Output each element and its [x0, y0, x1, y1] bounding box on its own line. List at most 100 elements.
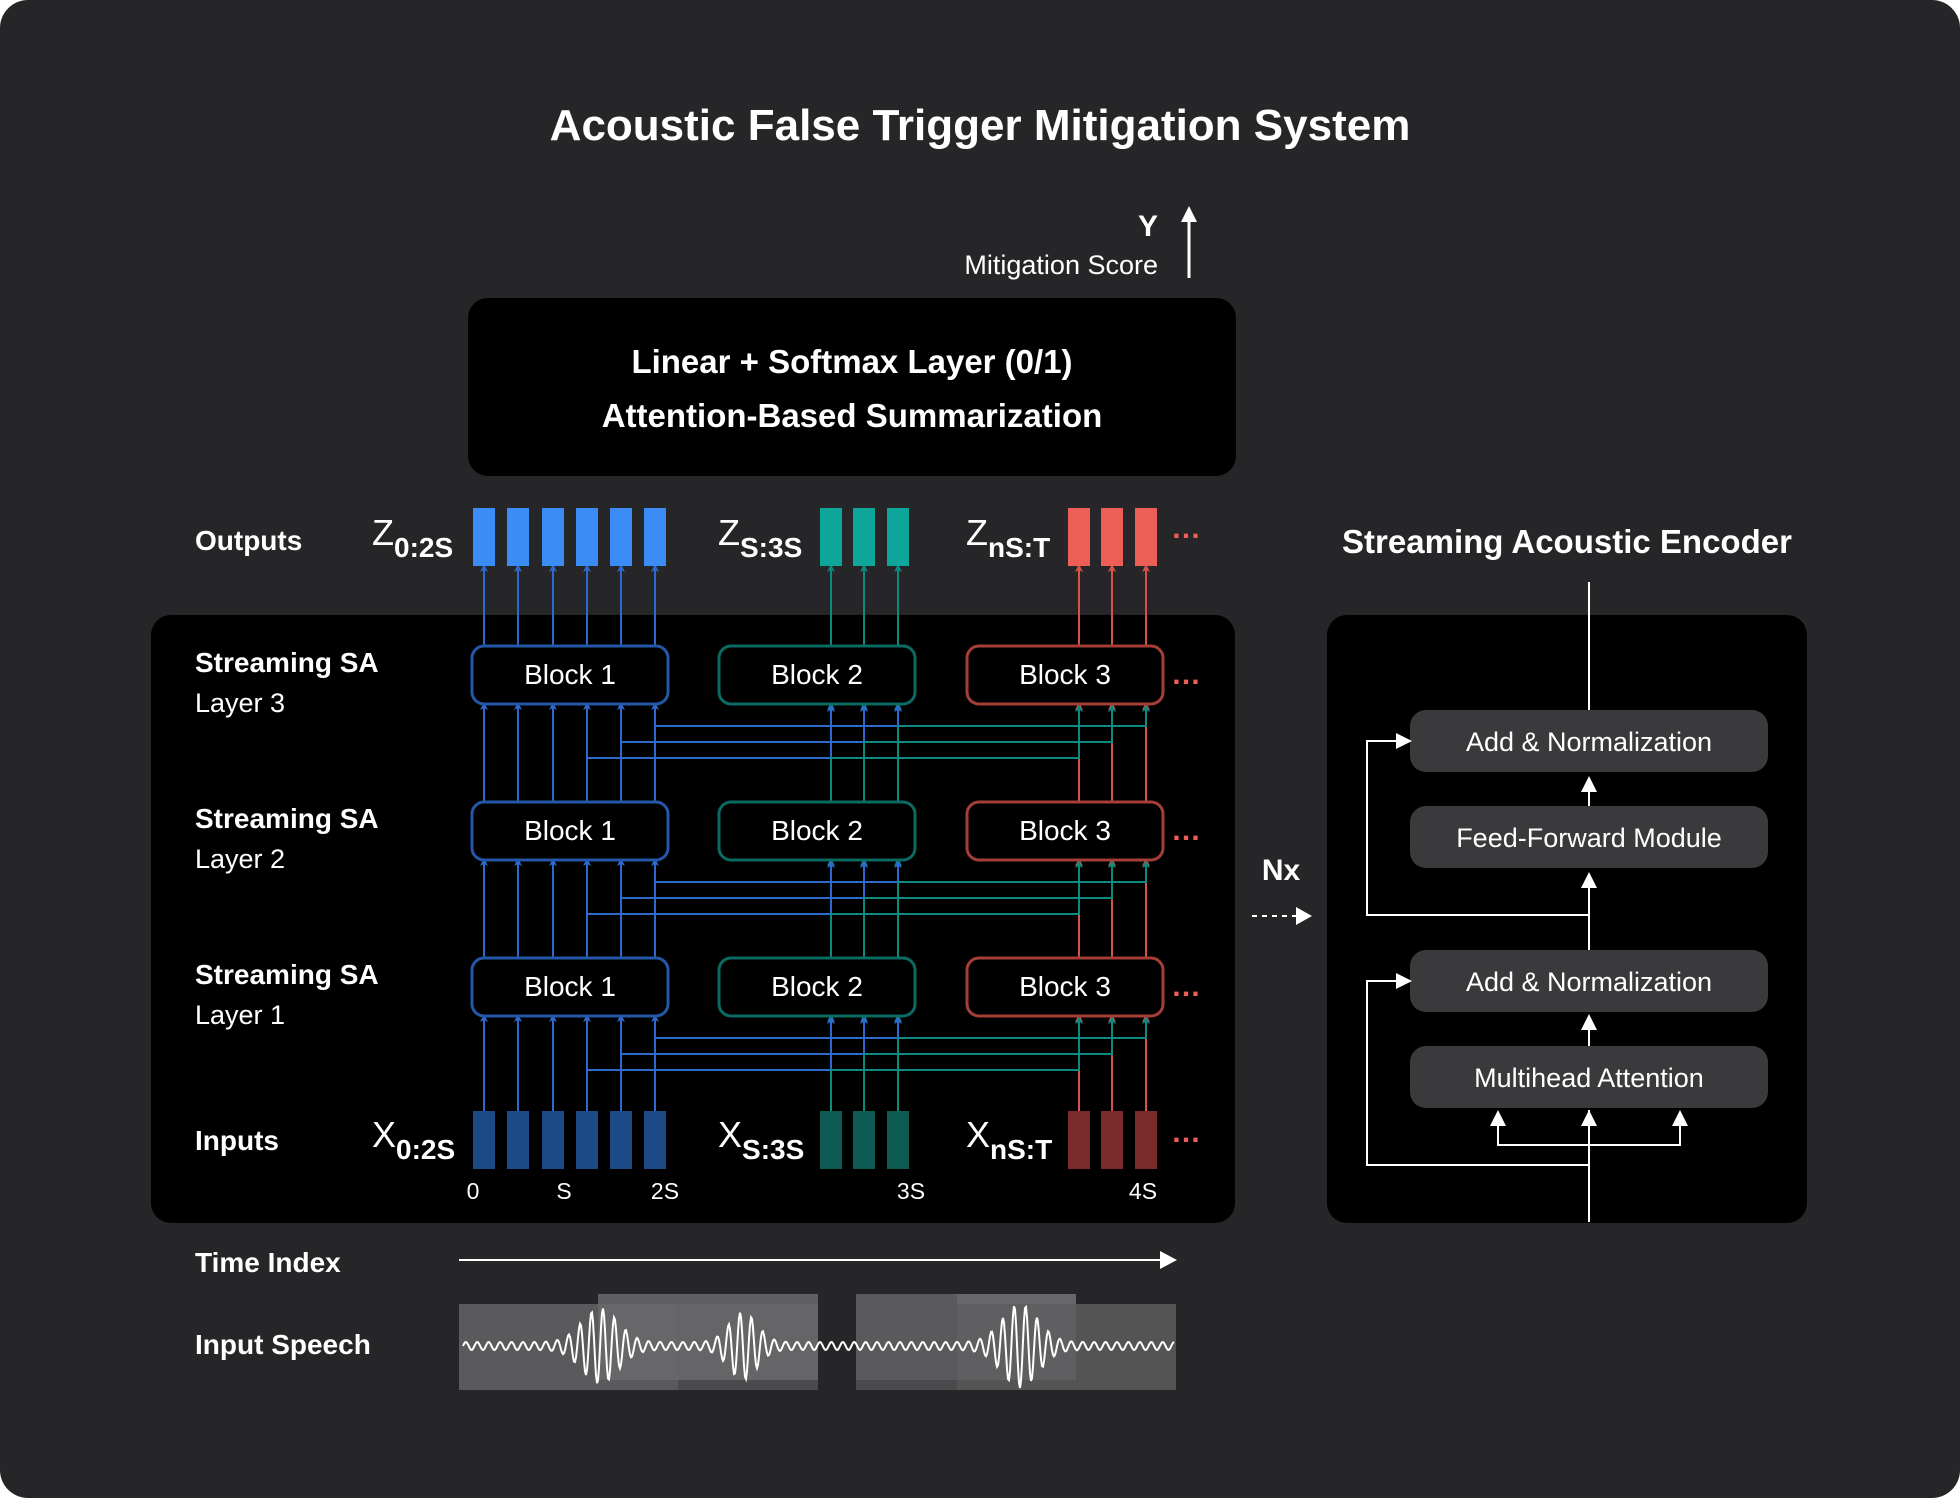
input-label-1: XS:3S — [718, 1114, 804, 1165]
encoder-module-2 — [1410, 950, 1768, 1012]
layer-3-line1: Streaming SA — [195, 647, 379, 678]
output-bar-10 — [1101, 508, 1123, 566]
output-bar-7 — [853, 508, 875, 566]
layer-1-line2: Layer 1 — [195, 1000, 285, 1030]
network-graph: Block 1 Block 2 Block 3 … Block 1 Block 2 Bloc… — [470, 508, 1201, 1169]
summarization-line2: Attention-Based Summarization — [602, 397, 1103, 434]
input-bar-8 — [887, 1111, 909, 1169]
tick-2s: 2S — [651, 1178, 679, 1204]
tick-3s: 3S — [897, 1178, 925, 1204]
layer1-block-2-label: Block 2 — [771, 971, 863, 1002]
layer1-block-1-label: Block 1 — [524, 971, 616, 1002]
residual-connection-2 — [1366, 733, 1589, 916]
residual-connection-1 — [1366, 973, 1589, 1166]
score-symbol: Y — [1138, 210, 1158, 243]
layer1-block-1 — [470, 956, 670, 1018]
output-label-0: Z0:2S — [372, 512, 453, 563]
layer2-block-1-label: Block 1 — [524, 815, 616, 846]
speech-window-2 — [598, 1294, 818, 1380]
cross-link-teal-red-gap-l2l3-2 — [897, 704, 1150, 800]
output-label-1: ZS:3S — [718, 512, 802, 563]
output-label-2: ZnS:T — [966, 512, 1050, 563]
cross-link-blue-teal-gap-input-0 — [586, 1016, 835, 1109]
score-label: Mitigation Score — [964, 250, 1158, 280]
time-index-label: Time Index — [195, 1247, 341, 1278]
input-label-0: X0:2S — [372, 1114, 455, 1165]
input-bar-6 — [820, 1111, 842, 1169]
tick-s: S — [556, 1178, 571, 1204]
cross-link-teal-red-gap-l2l3-0 — [830, 704, 1083, 800]
layer3-block-1 — [470, 644, 670, 706]
output-bar-1 — [507, 508, 529, 566]
cross-link-blue-teal-gap-l2l3-2 — [654, 704, 902, 800]
cross-link-teal-red-gap-input-2 — [897, 1016, 1150, 1109]
input-bar-9 — [1068, 1111, 1090, 1169]
layer2-block-2-label: Block 2 — [771, 815, 863, 846]
layer3-block-3 — [965, 644, 1165, 706]
output-bar-5 — [644, 508, 666, 566]
output-bar-11 — [1135, 508, 1157, 566]
cross-link-teal-red-gap-l1l2-2 — [897, 860, 1150, 956]
layer3-ellipsis: … — [1171, 658, 1201, 691]
cross-link-blue-teal-gap-l1l2-0 — [586, 860, 835, 956]
output-bar-0 — [473, 508, 495, 566]
layer2-block-2 — [717, 800, 917, 862]
input-bar-4 — [610, 1111, 632, 1169]
input-bar-0 — [473, 1111, 495, 1169]
output-bar-9 — [1068, 508, 1090, 566]
output-bar-3 — [576, 508, 598, 566]
output-bar-2 — [542, 508, 564, 566]
encoder-module-0-label: Add & Normalization — [1466, 727, 1712, 757]
encoder-title: Streaming Acoustic Encoder — [1342, 523, 1792, 560]
cross-link-teal-red-gap-l1l2-0 — [830, 860, 1083, 956]
cross-link-blue-teal-gap-l2l3-0 — [586, 704, 835, 800]
input-speech-label: Input Speech — [195, 1329, 371, 1360]
encoder-module-1-label: Feed-Forward Module — [1456, 823, 1722, 853]
diagram-title: Acoustic False Trigger Mitigation System — [550, 101, 1411, 150]
encoder-module-3-label: Multihead Attention — [1474, 1063, 1704, 1093]
input-ellipsis: … — [1171, 1116, 1201, 1149]
input-speech-waveform — [459, 1294, 1176, 1390]
nx-arrowhead — [1296, 907, 1312, 925]
summarization-line1: Linear + Softmax Layer (0/1) — [631, 343, 1072, 380]
layer1-block-3 — [965, 956, 1165, 1018]
layer3-block-2 — [717, 644, 917, 706]
layer2-block-3 — [965, 800, 1165, 862]
tick-0: 0 — [467, 1178, 480, 1204]
speech-waveform-line — [462, 1304, 1175, 1389]
time-axis-arrowhead — [1160, 1251, 1177, 1269]
encoder-module-2-label: Add & Normalization — [1466, 967, 1712, 997]
output-ellipsis: … — [1171, 512, 1201, 545]
encoder-panel — [1327, 615, 1807, 1223]
input-label-2: XnS:T — [966, 1114, 1052, 1165]
layer3-block-3-label: Block 3 — [1019, 659, 1111, 690]
layer1-block-3-label: Block 3 — [1019, 971, 1111, 1002]
summarization-box — [468, 298, 1236, 476]
layer3-block-1-label: Block 1 — [524, 659, 616, 690]
cross-link-blue-teal-gap-l1l2-2 — [654, 860, 902, 956]
layer2-block-3-label: Block 3 — [1019, 815, 1111, 846]
input-bar-2 — [542, 1111, 564, 1169]
output-bar-8 — [887, 508, 909, 566]
layer1-ellipsis: … — [1171, 970, 1201, 1003]
cross-link-blue-teal-gap-input-2 — [654, 1016, 902, 1109]
output-bar-4 — [610, 508, 632, 566]
input-bar-10 — [1101, 1111, 1123, 1169]
layer3-block-2-label: Block 2 — [771, 659, 863, 690]
layer-1-line1: Streaming SA — [195, 959, 379, 990]
encoder-module-1 — [1410, 806, 1768, 868]
layer-2-line2: Layer 2 — [195, 844, 285, 874]
layer-2-line1: Streaming SA — [195, 803, 379, 834]
layer1-block-2 — [717, 956, 917, 1018]
input-bar-7 — [853, 1111, 875, 1169]
input-bar-5 — [644, 1111, 666, 1169]
layer2-ellipsis: … — [1171, 814, 1201, 847]
outputs-label: Outputs — [195, 525, 302, 556]
input-bar-11 — [1135, 1111, 1157, 1169]
nx-label: Nx — [1262, 854, 1301, 887]
inputs-label: Inputs — [195, 1125, 279, 1156]
tick-4s: 4S — [1129, 1178, 1157, 1204]
